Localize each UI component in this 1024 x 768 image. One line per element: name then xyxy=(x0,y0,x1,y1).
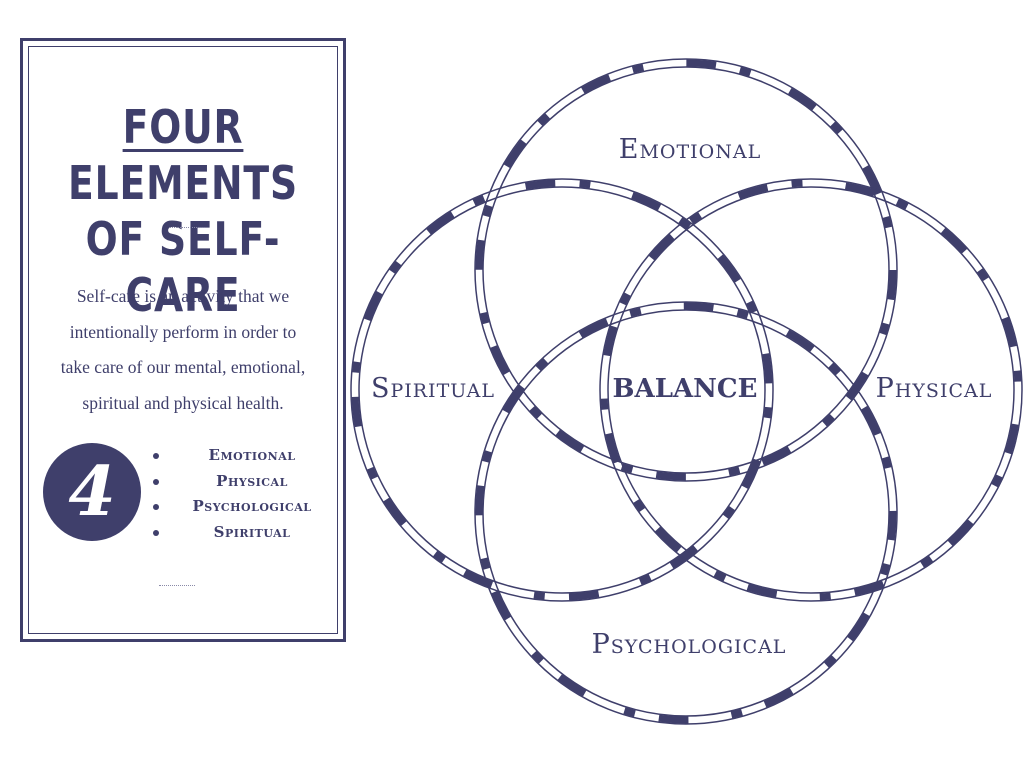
number-badge: 4 xyxy=(43,443,141,541)
info-panel-inner-border xyxy=(28,46,338,634)
bullet-icon xyxy=(153,529,159,536)
venn-ring-spiritual xyxy=(350,178,774,602)
list-item: Physical xyxy=(147,469,343,495)
title-word: ELEMENTS xyxy=(68,156,298,210)
venn-ring-physical xyxy=(599,178,1023,602)
title-line-2: OF SELF-CARE xyxy=(85,212,281,322)
venn-ring-emotional xyxy=(474,58,898,482)
elements-list: Emotional Physical Psychological Spiritu… xyxy=(147,443,343,545)
venn-rings xyxy=(350,58,1023,725)
description: Self-care is an activity that we intenti… xyxy=(35,279,331,421)
list-item: Spiritual xyxy=(147,520,343,546)
list-item: Psychological xyxy=(147,494,343,520)
page-title: FOUR ELEMENTS OF SELF-CARE xyxy=(52,99,314,323)
description-line: spiritual and physical health. xyxy=(82,392,284,413)
venn-label-spiritual: Spiritual xyxy=(371,373,495,404)
bullet-icon xyxy=(153,504,159,510)
bullet-icon xyxy=(153,478,159,485)
bottom-divider xyxy=(159,585,195,586)
info-panel: FOUR ELEMENTS OF SELF-CARE Self-care is … xyxy=(20,38,346,642)
description-line: intentionally perform in order to xyxy=(69,321,297,342)
description-line: Self-care is an activity that we xyxy=(76,286,290,306)
title-underlined-word: FOUR xyxy=(122,100,244,154)
description-line: take care of our mental, emotional, xyxy=(60,357,306,377)
venn-center-label: BALANCE xyxy=(613,374,758,404)
venn-label-emotional: Emotional xyxy=(619,134,761,165)
venn-label-psychological: Psychological xyxy=(592,629,787,660)
list-item: Emotional xyxy=(147,443,343,469)
venn-label-physical: Physical xyxy=(876,373,993,404)
top-divider xyxy=(169,227,205,228)
venn-ring-psychological xyxy=(474,301,898,725)
bullet-icon xyxy=(153,453,159,459)
